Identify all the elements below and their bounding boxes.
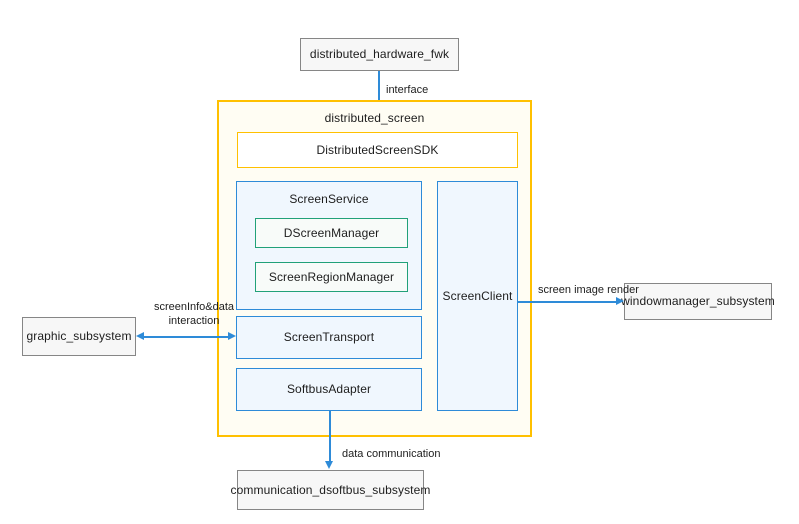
connector-data-comm-arrowhead	[325, 461, 333, 469]
node-label: communication_dsoftbus_subsystem	[230, 482, 431, 497]
node-label: ScreenRegionManager	[268, 269, 395, 284]
node-screen-region-manager: ScreenRegionManager	[255, 262, 408, 292]
node-label: graphic_subsystem	[26, 329, 132, 343]
node-communication-dsoftbus-subsystem: communication_dsoftbus_subsystem	[231, 470, 430, 510]
node-label: DistributedScreenSDK	[316, 142, 439, 157]
node-softbus-adapter: SoftbusAdapter	[236, 368, 422, 411]
node-dscreen-manager: DScreenManager	[255, 218, 408, 248]
node-screen-transport: ScreenTransport	[236, 316, 422, 359]
container-title: distributed_screen	[324, 111, 425, 125]
node-screen-client: ScreenClient	[437, 181, 518, 411]
connector-screeninfo-arrowhead-left	[136, 332, 144, 340]
connector-data-comm-line	[329, 411, 331, 463]
edge-label-screen-render: screen image render	[538, 284, 639, 296]
node-windowmanager-subsystem: windowmanager_subsystem	[621, 283, 775, 320]
connector-screen-render-line	[518, 301, 616, 303]
node-distributed-screen-sdk: DistributedScreenSDK	[237, 132, 518, 168]
node-label: ScreenClient	[442, 288, 513, 303]
node-graphic-subsystem: graphic_subsystem	[22, 317, 136, 356]
edge-label-interface: interface	[386, 84, 429, 96]
node-label: distributed_hardware_fwk	[309, 47, 450, 61]
node-label: SoftbusAdapter	[286, 382, 372, 396]
connector-screeninfo-arrowhead-right	[228, 332, 236, 340]
connector-screeninfo-line	[144, 336, 228, 338]
node-label: DScreenManager	[283, 225, 380, 240]
connector-screen-render-arrowhead	[616, 297, 624, 305]
node-screen-service-label: ScreenService	[289, 192, 369, 206]
edge-label-screeninfo: screenInfo&data interaction	[153, 301, 235, 328]
node-label: ScreenTransport	[283, 330, 375, 344]
edge-label-data-comm: data communication	[342, 448, 441, 460]
node-distributed-hardware-fwk: distributed_hardware_fwk	[300, 38, 459, 71]
node-label: windowmanager_subsystem	[621, 294, 775, 308]
